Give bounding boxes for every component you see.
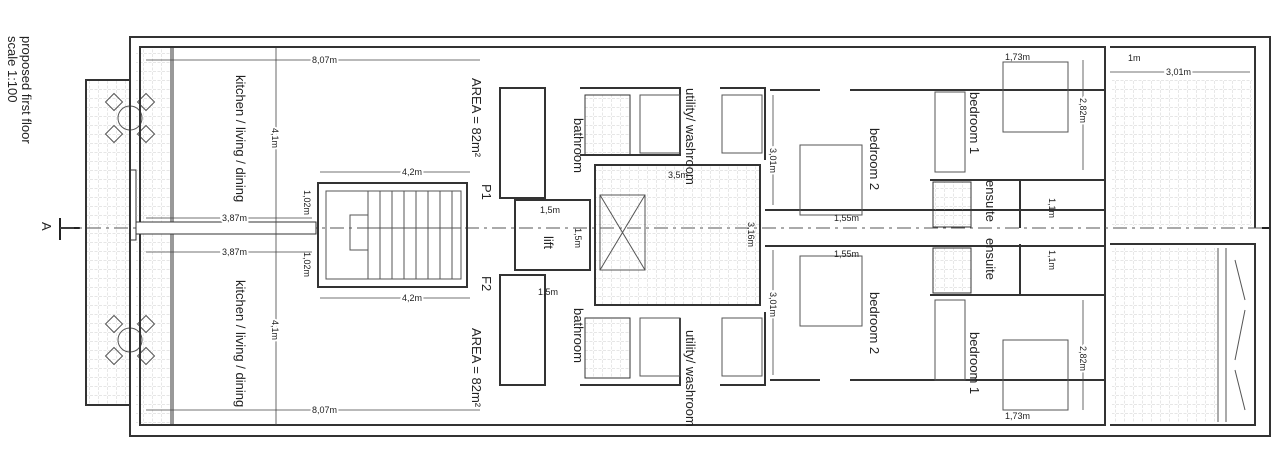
dim-282-bottom: 2,82m [1078,346,1088,371]
dim-301-bottom: 3,01m [768,292,778,317]
dim-316: 3,16m [746,222,756,247]
dim-15-lift-w: 1,5m [540,205,560,215]
dim-301-top: 3,01m [768,148,778,173]
dim-35: 3,5m [668,170,688,180]
dim-42-bottom: 4,2m [402,293,422,303]
bedroom2-label-bottom: bedroom 2 [867,292,882,354]
p1-label: P1 [479,184,494,200]
plan-scale: scale 1:100 [5,36,20,103]
stair [317,182,468,288]
dim-807-top: 8,07m [312,55,337,65]
bedroom1-label-bottom: bedroom 1 [967,332,982,394]
room-labels: kitchen / living / dining kitchen / livi… [233,75,998,427]
dim-41-top: 4,1m [270,128,280,148]
dim-807-bottom: 8,07m [312,405,337,415]
dim-173-bottom: 1,73m [1005,411,1030,421]
utility-label-bottom: utility/ washroom [683,330,698,427]
utility-label-top: utility/ washroom [683,88,698,185]
outer-walls [60,36,1271,437]
bedroom2-label-top: bedroom 2 [867,128,882,190]
dim-387-bottom: 3,87m [222,247,247,257]
bathroom-label-bottom: bathroom [571,308,586,363]
dim-15-lift-h: 1,5m [573,228,583,248]
dim-102-bottom: 1,02m [302,252,312,277]
f2-label: F2 [479,276,494,291]
dim-15-bottom: 1,5m [538,287,558,297]
svg-text:A: A [39,222,54,231]
dim-301-terrace: 3,01m [1166,67,1191,77]
dimension-labels: 8,07m 8,07m 4,1m 4,1m 4,2m 4,2m 3,87m 3,… [220,52,1193,421]
terrace-right [1112,80,1252,422]
bathroom-label-top: bathroom [571,118,586,173]
dim-282-top: 2,82m [1078,98,1088,123]
dim-41-bottom: 4,1m [270,320,280,340]
dim-387-top: 3,87m [222,213,247,223]
kitchen-label-bottom: kitchen / living / dining [233,280,248,407]
area-label-top: AREA = 82m² [469,78,484,158]
dimension-lines [146,48,1250,425]
plan-title: proposed first floor [19,36,34,144]
dim-1: 1m [1128,53,1141,63]
core-rooms [499,87,1105,386]
dim-173-top: 1,73m [1005,52,1030,62]
dim-11-bottom: 1,1m [1047,250,1057,270]
ensuite-label-top: ensuite [983,180,998,222]
section-marker-left: A [39,218,80,240]
lift-label: lift [541,236,556,249]
dim-102-top: 1,02m [302,190,312,215]
dim-155-bottom: 1,55m [834,249,859,259]
bedrooms [765,61,1105,411]
bedroom1-label-top: bedroom 1 [967,92,982,154]
section-marker-right [1262,227,1271,244]
dim-155-top: 1,55m [834,213,859,223]
dim-42-top: 4,2m [402,167,422,177]
ensuite-label-bottom: ensuite [983,238,998,280]
dim-11-top: 1,1m [1047,198,1057,218]
area-label-bottom: AREA = 82m² [469,328,484,408]
kitchen-label-top: kitchen / living / dining [233,75,248,202]
